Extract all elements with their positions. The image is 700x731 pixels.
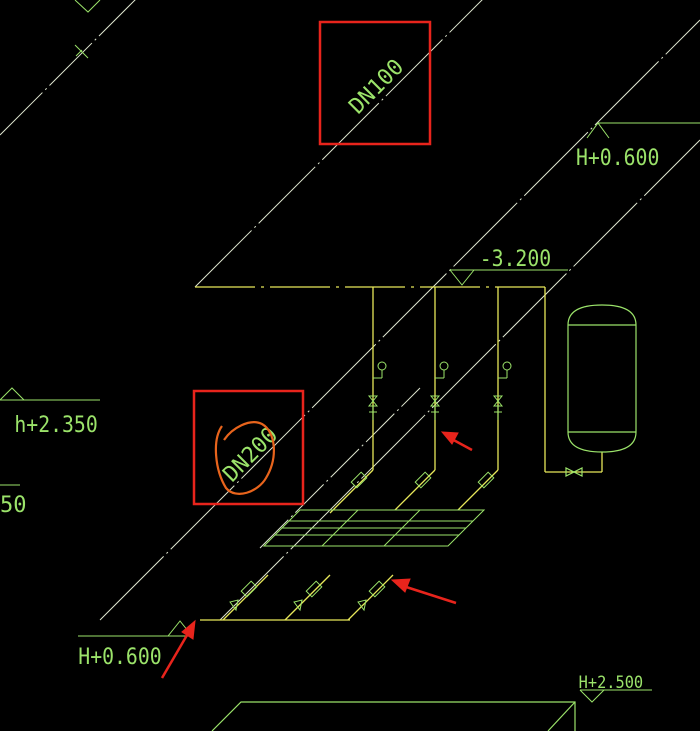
markup-box-dn100[interactable] [318, 20, 432, 146]
markup-arrows[interactable] [160, 431, 473, 679]
gauge-icon [435, 361, 449, 379]
lower-branch-pipes [200, 574, 394, 621]
markup-box-dn200[interactable] [192, 389, 305, 506]
arrow-icon [390, 578, 457, 605]
inline-fitting-icon [477, 471, 495, 489]
gauge-icon [373, 361, 387, 379]
arrow-icon [160, 619, 196, 679]
pressure-tank [565, 304, 637, 477]
gate-valve-icon [429, 395, 441, 420]
level-label-top-right: H+0.600 [576, 145, 659, 170]
pipe-label-dn100: DN100 [345, 55, 410, 120]
bottom-outline [211, 701, 576, 731]
gate-valve-icon [492, 395, 504, 420]
inline-fitting-icon [414, 471, 432, 489]
level-markers [0, 122, 700, 703]
gauge-icon [498, 361, 512, 379]
inline-fitting-icon [350, 471, 368, 489]
level-label-left-cut: 50 [0, 493, 27, 518]
diagonal-construction-lines [0, 0, 700, 621]
lower-valves [229, 580, 386, 612]
grating-pattern [262, 509, 486, 547]
arrow-icon [440, 431, 473, 452]
level-label-left: h+2.350 [14, 412, 97, 437]
branch-valves [350, 361, 512, 489]
top-left-symbol [74, 0, 101, 59]
level-label-mid: -3.200 [480, 246, 551, 271]
level-label-bottom-right: H+2.500 [579, 672, 643, 692]
branch-pipes [329, 287, 499, 514]
gate-valve-icon [367, 395, 379, 420]
markup-freehand-circle[interactable] [214, 421, 275, 495]
level-label-bottom-left: H+0.600 [78, 644, 161, 669]
